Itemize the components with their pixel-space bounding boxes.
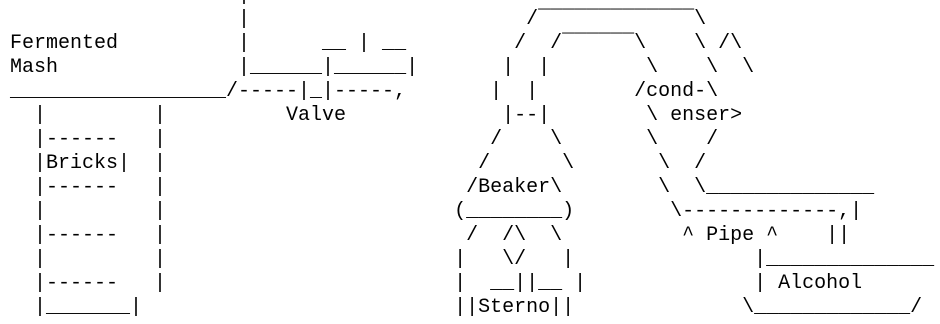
diagram-line: | | | \/ | |______________: [10, 248, 935, 271]
diagram-line: |------ | /Beaker\ \ \______________: [10, 176, 875, 199]
diagram-line: |_______| ||Sterno|| \_____________/: [10, 296, 923, 319]
diagram-line: |Bricks| | / \ \ /: [10, 152, 707, 175]
diagram-line: | | Valve |--| \ enser>: [10, 104, 743, 127]
diagram-line: Fermented | __ | __ / /‾‾‾‾‾‾\ \ /\: [10, 32, 743, 55]
diagram-line: | | (________) \-------------,|: [10, 200, 863, 223]
diagram-line: |------ | | __||__ | | Alcohol: [10, 272, 863, 295]
diagram-line: |------ | / /\ \ ^ Pipe ^ ||: [10, 224, 851, 247]
diagram-line: |------ | / \ \ /: [10, 128, 719, 151]
diagram-line: | /‾‾‾‾‾‾‾‾‾‾‾‾‾\: [10, 8, 707, 31]
ascii-distillation-diagram: | | /‾‾‾‾‾‾‾‾‾‾‾‾‾\ Fermented | __ | __ …: [10, 0, 934, 320]
diagram-line: __________________/-----|_|-----, | | /c…: [10, 80, 719, 103]
diagram-line: Mash |______|______| | | \ \ \: [10, 56, 755, 79]
diagram-line: |: [10, 0, 250, 7]
